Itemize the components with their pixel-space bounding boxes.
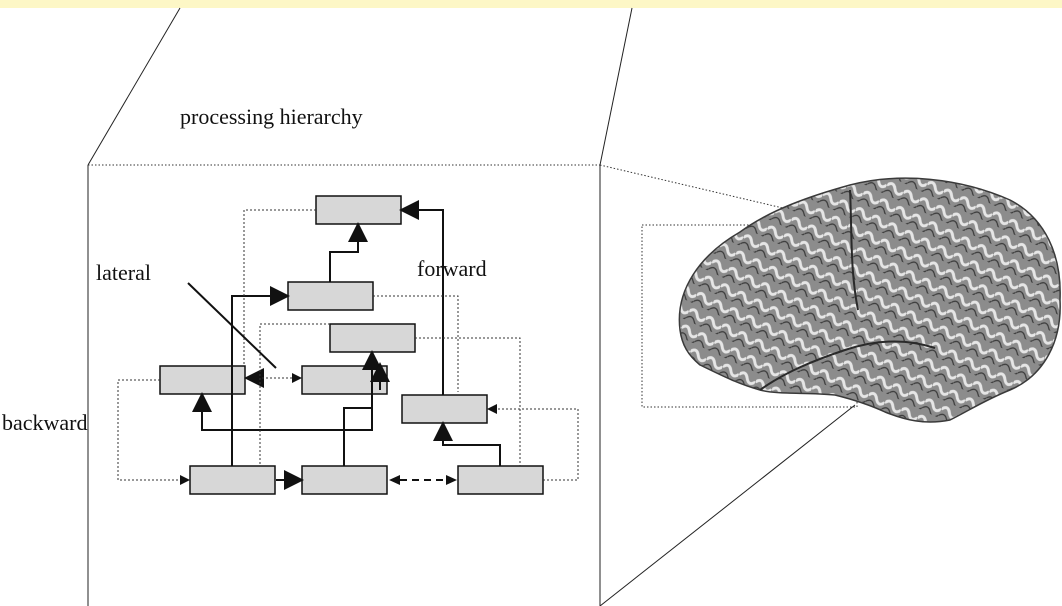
backward-connections bbox=[117, 209, 579, 485]
forward-connections bbox=[187, 200, 501, 490]
node-level3-left bbox=[287, 281, 374, 311]
node-bottom-center bbox=[301, 465, 388, 495]
diagram-title: processing hierarchy bbox=[180, 104, 363, 129]
forward-label: forward bbox=[417, 256, 487, 281]
node-bottom-right bbox=[457, 465, 544, 495]
lateral-label: lateral bbox=[96, 260, 151, 285]
node-top bbox=[315, 195, 402, 225]
perspective-line-right bbox=[599, 7, 633, 166]
perspective-line-left bbox=[87, 7, 181, 166]
brain-icon bbox=[678, 177, 1061, 423]
zoom-line-bottom bbox=[599, 404, 856, 606]
node-bottom-left bbox=[189, 465, 276, 495]
hierarchy-boxes bbox=[159, 195, 544, 495]
backward-label: backward bbox=[2, 410, 88, 435]
perspective-lines bbox=[87, 7, 856, 606]
top-highlight-band bbox=[0, 0, 1062, 8]
node-level2-left bbox=[159, 365, 246, 395]
node-level2-center bbox=[301, 365, 388, 395]
node-level3-right bbox=[329, 323, 416, 353]
lateral-arrowheads bbox=[389, 475, 457, 485]
node-level2-right bbox=[401, 394, 488, 424]
